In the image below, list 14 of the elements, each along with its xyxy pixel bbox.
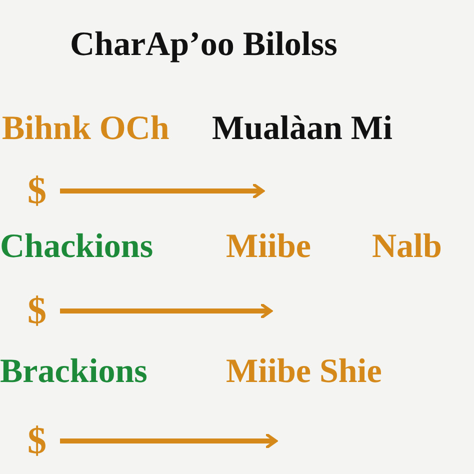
dollar-sign: $: [22, 420, 52, 462]
label-text: Mualàan Mi: [212, 112, 392, 146]
arrow: [60, 432, 278, 450]
dollar-sign: $: [22, 170, 52, 212]
arrow: [60, 302, 272, 320]
title: CharAp’oo Bilolss: [70, 28, 338, 62]
label-text: Nalb: [372, 230, 442, 264]
label-text: Miibe: [226, 230, 311, 264]
label-text: Miibe Shie: [226, 355, 382, 389]
label-text: Brackions: [0, 355, 148, 389]
dollar-sign: $: [22, 290, 52, 332]
label-text: Bihnk OCh: [2, 112, 170, 146]
label-text: Chackions: [0, 230, 154, 264]
arrow: [60, 182, 264, 200]
